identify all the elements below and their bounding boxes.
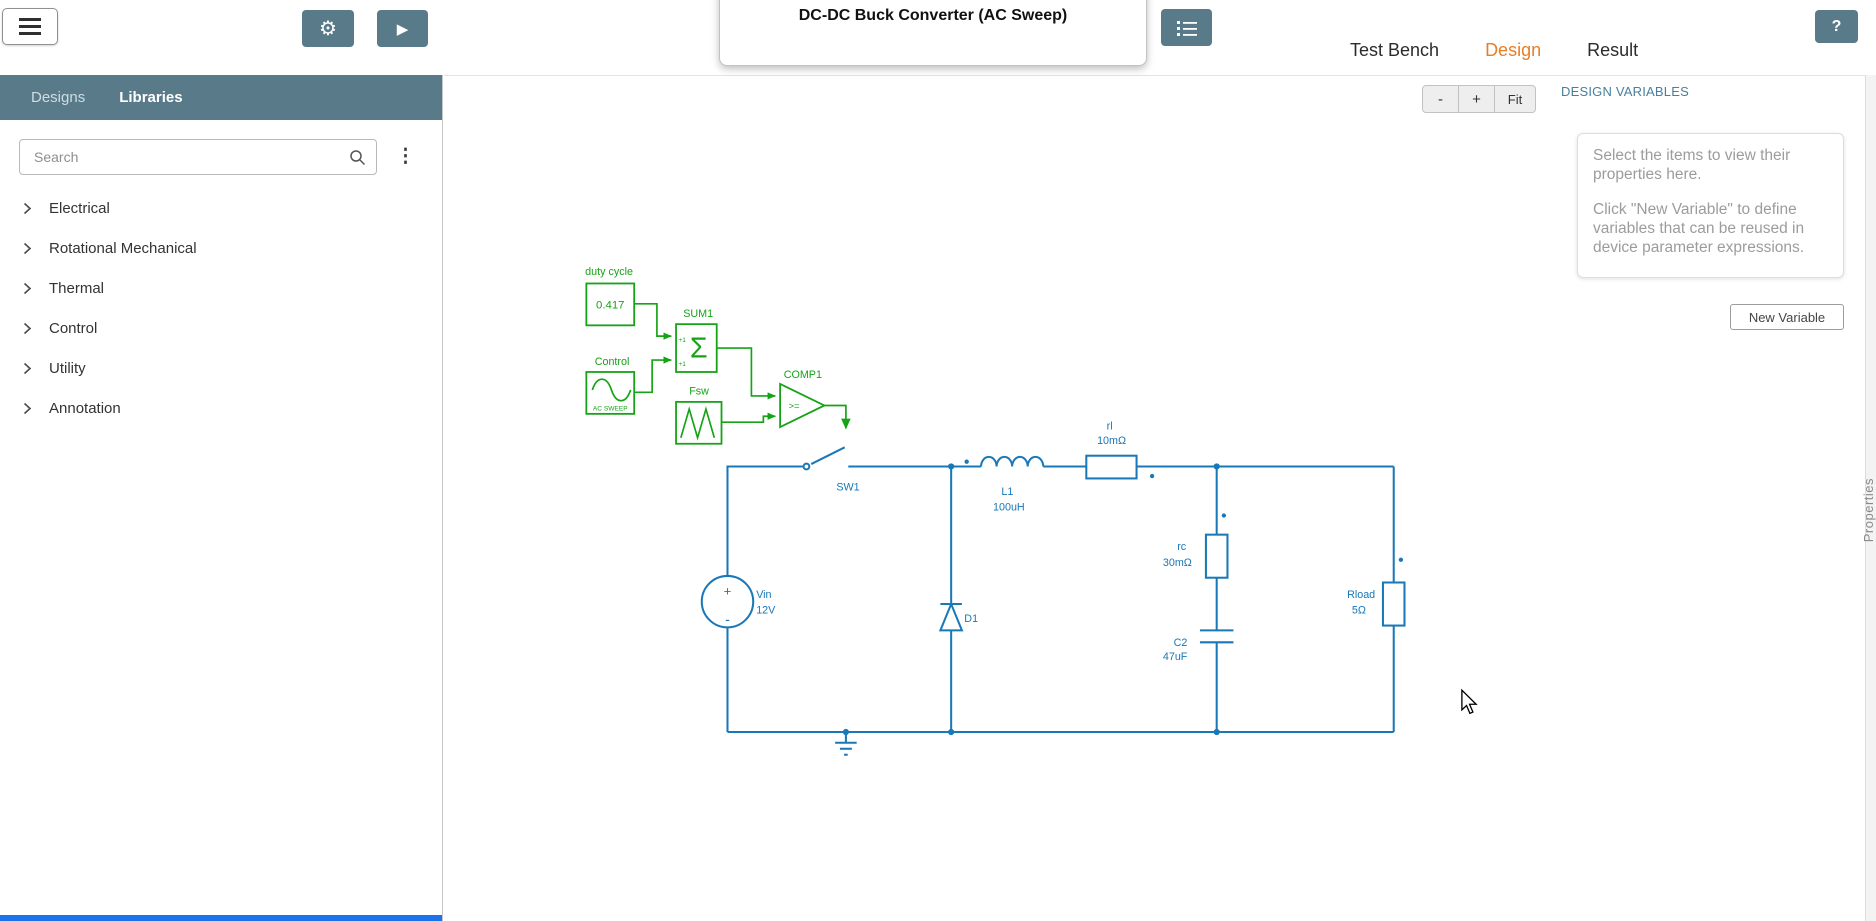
more-options-button[interactable]: ⋮ <box>396 142 415 172</box>
help-button[interactable]: ? <box>1815 10 1858 43</box>
sidebar-tab-designs[interactable]: Designs <box>31 89 86 106</box>
parts-list-button[interactable] <box>1161 9 1212 46</box>
search-box <box>19 139 377 175</box>
view-tabs: Test Bench Design Result <box>1350 40 1638 61</box>
run-simulation-button[interactable]: ▶ <box>377 10 428 47</box>
right-scroll-rail <box>1865 75 1876 921</box>
sidebar-item-rotational-mechanical[interactable]: Rotational Mechanical <box>0 228 442 268</box>
design-variables-title: DESIGN VARIABLES <box>1561 84 1689 99</box>
sidebar-header: Designs Libraries <box>0 75 442 120</box>
properties-hint-card: Select the items to view their propertie… <box>1577 133 1844 278</box>
sidebar-bottom-accent <box>0 915 442 921</box>
tab-test-bench[interactable]: Test Bench <box>1350 40 1440 60</box>
design-title-card[interactable]: DC-DC Buck Converter (AC Sweep) <box>719 0 1147 66</box>
zoom-fit-button[interactable]: Fit <box>1494 85 1536 113</box>
sidebar-item-label: Rotational Mechanical <box>49 239 197 257</box>
zoom-out-button[interactable]: - <box>1422 85 1459 113</box>
sidebar-item-thermal[interactable]: Thermal <box>0 268 442 308</box>
chevron-right-icon <box>23 402 32 414</box>
sidebar-item-electrical[interactable]: Electrical <box>0 188 442 228</box>
gear-icon: ⚙ <box>319 18 337 40</box>
tab-result[interactable]: Result <box>1587 40 1639 60</box>
chevron-right-icon <box>23 282 32 294</box>
sidebar-item-control[interactable]: Control <box>0 308 442 348</box>
sidebar-item-label: Electrical <box>49 199 110 217</box>
design-title: DC-DC Buck Converter (AC Sweep) <box>798 7 1068 24</box>
hint-text-2: Click "New Variable" to define variables… <box>1593 200 1805 256</box>
sidebar-item-label: Control <box>49 319 98 337</box>
help-label: ? <box>1831 17 1842 35</box>
sidebar-item-annotation[interactable]: Annotation <box>0 388 442 428</box>
tab-design[interactable]: Design <box>1485 40 1542 60</box>
library-sidebar: Designs Libraries ⋮ Electrical Rotationa… <box>0 75 443 921</box>
search-icon <box>350 149 366 165</box>
chevron-right-icon <box>23 362 32 374</box>
new-variable-button[interactable]: New Variable <box>1730 304 1844 330</box>
kebab-icon: ⋮ <box>396 146 415 167</box>
library-tree: Electrical Rotational Mechanical Thermal… <box>0 188 442 428</box>
sidebar-item-utility[interactable]: Utility <box>0 348 442 388</box>
zoom-in-button[interactable]: + <box>1458 85 1495 113</box>
sidebar-tab-libraries[interactable]: Libraries <box>119 89 183 106</box>
menu-button[interactable] <box>2 8 58 45</box>
zoom-controls: - + Fit <box>1422 85 1536 113</box>
properties-collapsed-tab[interactable]: Properties <box>1861 478 1876 543</box>
chevron-right-icon <box>23 202 32 214</box>
play-icon: ▶ <box>396 20 409 38</box>
settings-button[interactable]: ⚙ <box>302 10 354 47</box>
sidebar-item-label: Annotation <box>49 399 121 417</box>
list-icon <box>1176 20 1197 36</box>
sidebar-item-label: Utility <box>49 359 86 377</box>
hamburger-icon <box>19 18 41 21</box>
chevron-right-icon <box>23 322 32 334</box>
top-toolbar: ⚙ ▶ DC-DC Buck Converter (AC Sweep) Test… <box>0 0 1876 75</box>
sidebar-item-label: Thermal <box>49 279 105 297</box>
hint-text-1: Select the items to view their propertie… <box>1593 147 1791 183</box>
chevron-right-icon <box>23 242 32 254</box>
search-input[interactable] <box>32 148 349 166</box>
